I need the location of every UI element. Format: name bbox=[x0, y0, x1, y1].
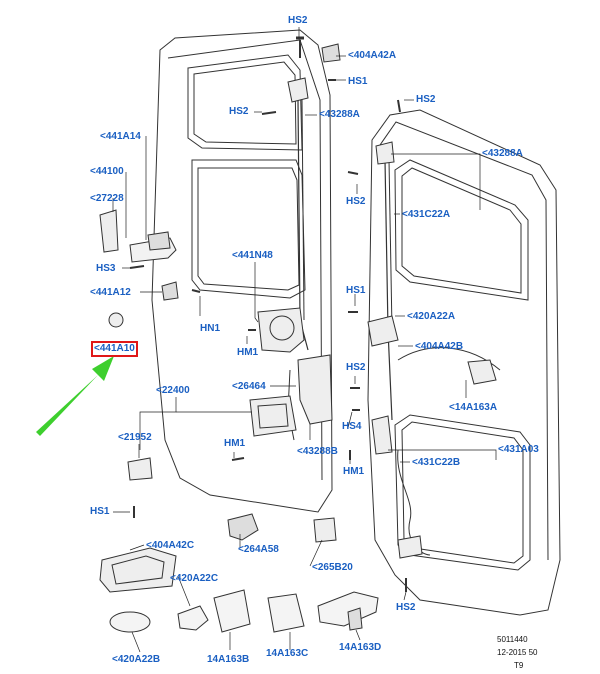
callout-hs1-top[interactable]: HS1 bbox=[348, 76, 368, 87]
callout-14a163a[interactable]: <14A163A bbox=[449, 402, 498, 413]
callout-441a14[interactable]: <441A14 bbox=[100, 131, 141, 142]
bracket-265b20 bbox=[313, 517, 337, 543]
callout-hs4[interactable]: HS4 bbox=[342, 421, 362, 432]
callout-hs2-top[interactable]: HS2 bbox=[288, 15, 308, 26]
inner-handle bbox=[249, 395, 297, 437]
callout-22400[interactable]: <22400 bbox=[156, 385, 190, 396]
callout-21952[interactable]: <21952 bbox=[118, 432, 152, 443]
latch-mechanism bbox=[257, 307, 305, 353]
bolt-hn1 bbox=[191, 289, 201, 293]
callout-hs2-bottom[interactable]: HS2 bbox=[396, 602, 416, 613]
bolt-hm1-b bbox=[231, 457, 245, 461]
callout-431a03[interactable]: <431A03 bbox=[498, 444, 539, 455]
clip-14a163b bbox=[213, 589, 251, 633]
callout-hs1-low[interactable]: HS1 bbox=[90, 506, 110, 517]
right-latch bbox=[367, 315, 399, 347]
callout-420a22c[interactable]: <420A22C bbox=[170, 573, 219, 584]
diagram-date: 12-2015 50 bbox=[497, 648, 538, 657]
callout-14a163c[interactable]: 14A163C bbox=[266, 648, 309, 659]
callout-hm1-c[interactable]: HM1 bbox=[343, 466, 365, 477]
callout-hs1-mid[interactable]: HS1 bbox=[346, 285, 366, 296]
callout-420a22b[interactable]: <420A22B bbox=[112, 654, 161, 665]
latch-14a163d bbox=[347, 607, 363, 631]
callout-27228[interactable]: <27228 bbox=[90, 193, 124, 204]
right-door-inner-edge bbox=[379, 121, 549, 561]
callout-hs2-left[interactable]: HS2 bbox=[229, 106, 249, 117]
striker bbox=[467, 359, 497, 385]
right-door-panel bbox=[367, 109, 561, 616]
left-door-inner-edge bbox=[167, 39, 323, 481]
lock-assembly bbox=[297, 354, 333, 425]
callout-431c22b[interactable]: <431C22B bbox=[412, 457, 461, 468]
callout-265b20[interactable]: <265B20 bbox=[312, 562, 353, 573]
right-lower-latch bbox=[371, 415, 393, 455]
callout-hm1-a[interactable]: HM1 bbox=[237, 347, 259, 358]
clip-14a163c bbox=[267, 593, 305, 633]
callout-26464[interactable]: <26464 bbox=[232, 381, 266, 392]
callout-hn1[interactable]: HN1 bbox=[200, 323, 221, 334]
left-door-panel bbox=[151, 29, 333, 513]
upper-guide-left bbox=[287, 77, 309, 103]
callout-441a12[interactable]: <441A12 bbox=[90, 287, 131, 298]
callout-14a163b[interactable]: 14A163B bbox=[207, 654, 250, 665]
callout-420a22a[interactable]: <420A22A bbox=[407, 311, 456, 322]
callout-hm1-b[interactable]: HM1 bbox=[224, 438, 246, 449]
diagram-code: T9 bbox=[514, 661, 524, 670]
plate-420a22c bbox=[177, 605, 209, 631]
buffer-264a58 bbox=[227, 513, 259, 541]
plate-420a22b bbox=[109, 611, 151, 633]
pointer-arrow bbox=[36, 356, 114, 436]
callout-43288a-top[interactable]: <43288A bbox=[319, 109, 360, 120]
bolt-hs2-mid bbox=[347, 171, 359, 175]
bolt-hs3 bbox=[129, 265, 145, 269]
callout-43288a-right[interactable]: <43288A bbox=[482, 148, 523, 159]
callout-431c22a[interactable]: <431C22A bbox=[402, 209, 451, 220]
callout-404a42c[interactable]: <404A42C bbox=[146, 540, 195, 551]
right-upper-window bbox=[394, 159, 529, 301]
cap bbox=[108, 312, 124, 328]
upper-guide-right bbox=[375, 141, 395, 165]
bolt-hs2-left bbox=[261, 111, 277, 115]
bolt-hs2-right bbox=[397, 99, 401, 113]
callout-hs2-right[interactable]: HS2 bbox=[416, 94, 436, 105]
callout-264a58[interactable]: <264A58 bbox=[238, 544, 279, 555]
callout-hs3[interactable]: HS3 bbox=[96, 263, 116, 274]
handle-bracket bbox=[99, 209, 119, 253]
bracket-404a42c bbox=[99, 547, 177, 593]
bottom-guide bbox=[397, 535, 423, 559]
callout-441a10-highlighted[interactable]: <441A10 bbox=[91, 341, 138, 357]
callout-441n48[interactable]: <441N48 bbox=[232, 250, 273, 261]
callout-hs2-mid[interactable]: HS2 bbox=[346, 196, 366, 207]
callout-404a42b[interactable]: <404A42B bbox=[415, 341, 464, 352]
switch-21952 bbox=[127, 457, 153, 481]
callout-404a42a[interactable]: <404A42A bbox=[348, 50, 397, 61]
callout-44100[interactable]: <44100 bbox=[90, 166, 124, 177]
lock-cylinder bbox=[161, 281, 179, 301]
diagram-reference-number: 5011440 bbox=[497, 635, 528, 644]
callout-14a163d[interactable]: 14A163D bbox=[339, 642, 382, 653]
callout-hs2-lower[interactable]: HS2 bbox=[346, 362, 366, 373]
left-lower-window bbox=[191, 159, 306, 299]
callout-43288b[interactable]: <43288B bbox=[297, 446, 338, 457]
